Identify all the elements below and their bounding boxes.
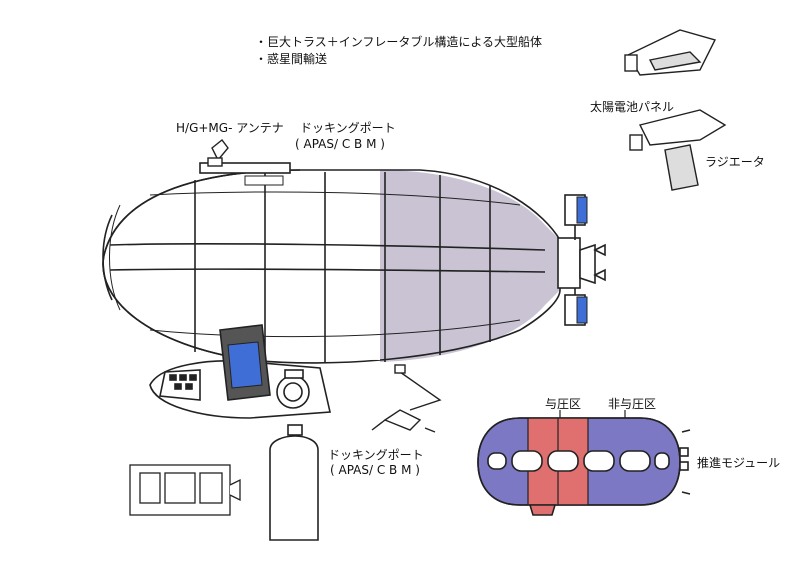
utility-module — [129, 464, 241, 516]
label-antenna: H/G+MG- アンテナ — [176, 121, 284, 135]
radiator-detail — [629, 109, 727, 191]
antenna — [207, 139, 229, 167]
solar-panel-detail — [624, 29, 717, 76]
label-unpressurized: 非与圧区 — [608, 397, 657, 411]
cargo-container — [269, 424, 319, 541]
note-hull: ・巨大トラス＋インフレータブル構造による大型船体 — [255, 35, 543, 49]
label-docking-port-top-sub: ( APAS/ C B M ) — [295, 137, 385, 151]
notes-block: ・巨大トラス＋インフレータブル構造による大型船体 ・惑星間輸送 — [255, 34, 542, 68]
label-docking-port-bottom: ドッキングポート — [328, 448, 424, 462]
label-radiator: ラジエータ — [705, 155, 765, 169]
label-docking-port-bottom-sub: ( APAS/ C B M ) — [330, 463, 420, 477]
label-docking-port-top: ドッキングポート — [300, 121, 396, 135]
hull-cross-section — [477, 410, 691, 516]
main-hull — [102, 162, 606, 364]
crew-module — [149, 324, 331, 419]
label-pressurized: 与圧区 — [545, 397, 582, 411]
note-transport: ・惑星間輸送 — [255, 52, 328, 66]
robot-arm — [371, 364, 442, 433]
label-propulsion: 推進モジュール — [697, 456, 781, 470]
label-solar-panel: 太陽電池パネル — [590, 100, 675, 114]
